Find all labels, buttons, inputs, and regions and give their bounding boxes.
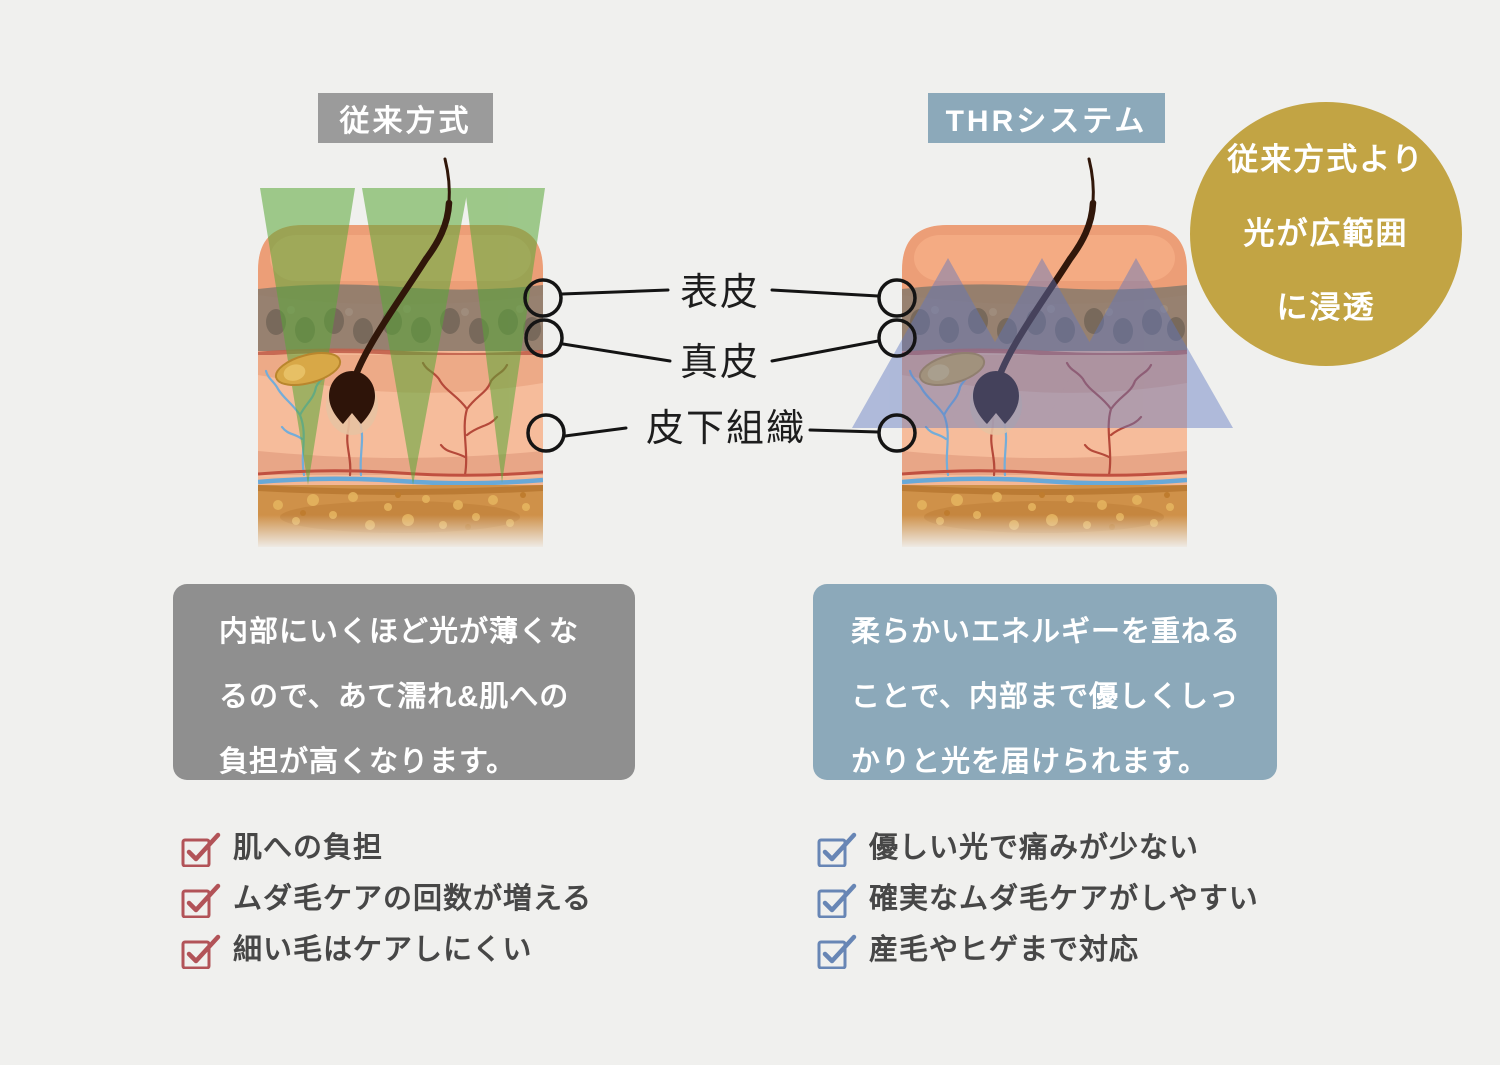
checklist-item: 細い毛はケアしにくい xyxy=(179,932,592,969)
checklist-label: 細い毛はケアしにくい xyxy=(233,934,533,966)
thr-description-box: 柔らかいエネルギーを重ねる ことで、内部まで優しくしっ かりと光を届けられます。 xyxy=(813,584,1277,780)
description-line: 内部にいくほど光が薄くな xyxy=(219,616,580,648)
conventional-method-label: 従来方式 xyxy=(318,93,493,143)
checklist-item: ムダ毛ケアの回数が増える xyxy=(179,881,593,918)
checklist-item: 産毛やヒゲまで対応 xyxy=(815,932,1259,969)
layer-label-subcutaneous: 皮下組織 xyxy=(645,408,806,450)
penetration-badge: 従来方式より 光が広範囲 に浸透 xyxy=(1190,102,1462,366)
description-line: 柔らかいエネルギーを重ねる xyxy=(851,616,1242,648)
checklist-label: 優しい光で痛みが少ない xyxy=(869,832,1200,864)
thr-system-label: THRシステム xyxy=(928,93,1165,143)
checkbox-icon xyxy=(181,883,221,918)
wide-light-beams xyxy=(852,258,1233,428)
layer-label-dermis: 真皮 xyxy=(679,342,760,384)
conventional-checklist: 肌への負担 ムダ毛ケアの回数が増える 細い毛はケアしにくい xyxy=(179,830,592,983)
conventional-skin-illustration xyxy=(230,140,570,560)
checkbox-icon xyxy=(181,934,221,969)
thr-skin-illustration xyxy=(852,140,1233,560)
checkbox-icon xyxy=(817,832,857,867)
checkbox-icon xyxy=(817,883,857,918)
badge-line: 光が広範囲 xyxy=(1243,216,1409,251)
thr-checklist: 優しい光で痛みが少ない 確実なムダ毛ケアがしやすい 産毛やヒゲまで対応 xyxy=(815,830,1259,983)
description-line: かりと光を届けられます。 xyxy=(851,746,1209,778)
layer-label-epidermis: 表皮 xyxy=(679,272,760,314)
checkbox-icon xyxy=(817,934,857,969)
description-line: ことで、内部まで優しくしっ xyxy=(851,681,1239,713)
checklist-item: 確実なムダ毛ケアがしやすい xyxy=(815,881,1259,918)
checklist-label: 肌への負担 xyxy=(233,832,384,864)
conventional-description-box: 内部にいくほど光が薄くな るので、あて濡れ&肌への 負担が高くなります。 xyxy=(173,584,635,780)
description-line: 負担が高くなります。 xyxy=(219,746,517,778)
checklist-label: 産毛やヒゲまで対応 xyxy=(869,934,1140,966)
narrow-light-beams xyxy=(260,188,545,485)
checkbox-icon xyxy=(181,832,221,867)
checklist-item: 肌への負担 xyxy=(179,830,592,867)
badge-line: に浸透 xyxy=(1276,290,1376,325)
checklist-label: ムダ毛ケアの回数が増える xyxy=(233,883,593,915)
checklist-item: 優しい光で痛みが少ない xyxy=(815,830,1259,867)
checklist-label: 確実なムダ毛ケアがしやすい xyxy=(869,883,1259,915)
badge-line: 従来方式より xyxy=(1227,142,1425,177)
description-line: るので、あて濡れ&肌への xyxy=(219,681,570,713)
